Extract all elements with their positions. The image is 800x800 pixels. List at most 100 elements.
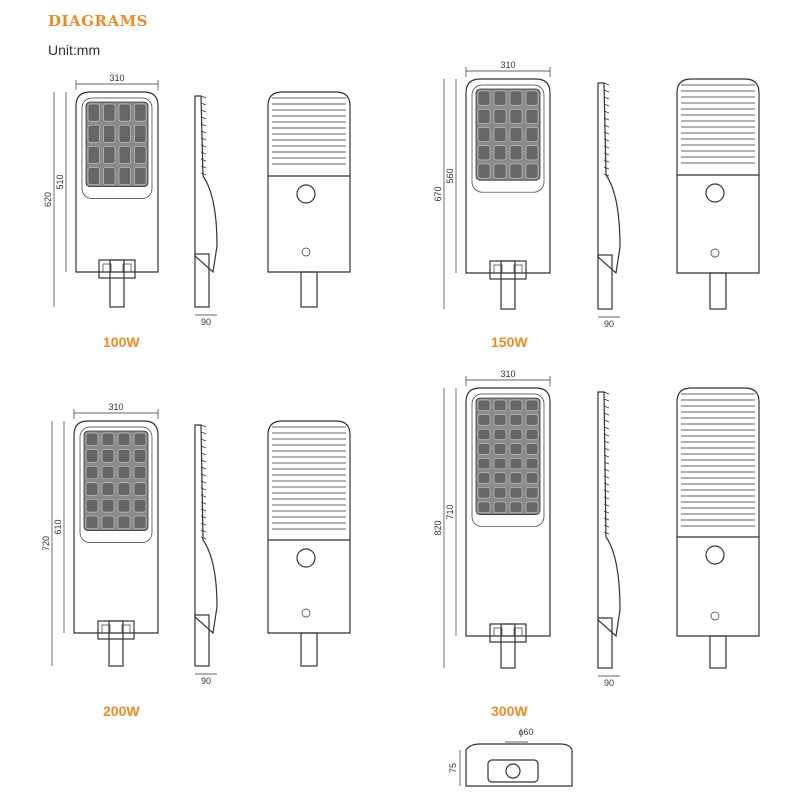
lens-frame — [471, 393, 545, 527]
back-housing — [267, 420, 351, 634]
model-label-150w: 150W — [491, 334, 528, 350]
led-chip — [477, 487, 491, 499]
led-chip — [133, 482, 147, 496]
bracket-screw-left — [102, 263, 112, 273]
led-chip — [509, 428, 523, 440]
heat-fin — [200, 95, 207, 99]
led-chip — [87, 167, 100, 185]
heat-fin — [603, 159, 610, 163]
heat-fin — [200, 466, 207, 470]
bracket-screw-right — [513, 264, 523, 274]
led-chip — [525, 428, 539, 440]
led-chip — [103, 146, 116, 164]
led-chip — [509, 414, 523, 426]
back-pole — [709, 635, 727, 669]
heat-fin — [603, 391, 610, 395]
led-chip — [525, 127, 539, 142]
heat-fin — [603, 131, 610, 135]
heat-fin — [200, 536, 207, 540]
heat-fin — [200, 165, 207, 169]
led-chip — [509, 127, 523, 142]
heat-fin — [200, 151, 207, 155]
led-chip — [101, 432, 115, 446]
led-chip — [525, 108, 539, 124]
total-height-dim-value: 720 — [41, 536, 51, 551]
total-height-dim-value: 670 — [433, 186, 443, 201]
led-chip — [117, 515, 131, 529]
model-label-100w: 100W — [103, 334, 140, 350]
led-chip — [85, 482, 99, 496]
heat-fin — [603, 138, 610, 142]
width-dim-value: 310 — [500, 369, 515, 379]
led-chip — [134, 124, 147, 143]
led-chip — [117, 465, 131, 480]
led-chip — [133, 432, 147, 446]
heat-fin — [200, 137, 207, 141]
led-chip — [493, 501, 507, 513]
heat-fin — [200, 473, 207, 477]
heat-fin — [603, 475, 610, 479]
heat-fin — [603, 510, 610, 514]
heat-fin — [200, 172, 207, 176]
led-chip — [87, 103, 100, 122]
heat-fin — [603, 412, 610, 416]
bracket-screw-left — [493, 264, 503, 274]
heat-fin — [603, 496, 610, 500]
led-chip — [493, 145, 507, 161]
back-housing — [267, 91, 351, 273]
led-chip — [85, 515, 99, 529]
heat-fin — [200, 452, 207, 456]
led-chip — [525, 399, 539, 411]
led-chip — [103, 124, 116, 143]
led-chip — [477, 90, 491, 106]
heat-fin — [603, 524, 610, 528]
led-chip — [133, 499, 147, 513]
body-height-dim-value: 710 — [445, 504, 455, 519]
led-chip — [87, 124, 100, 143]
heat-fin — [200, 109, 207, 113]
led-chip — [525, 487, 539, 499]
led-chip — [525, 458, 539, 470]
side-pole — [194, 253, 210, 308]
housing-outline — [465, 78, 551, 274]
led-chip — [525, 414, 539, 426]
heat-fin — [603, 517, 610, 521]
led-chip — [117, 449, 131, 463]
led-chip — [477, 399, 491, 411]
bracket-screw-left — [101, 624, 111, 634]
heat-fin — [603, 447, 610, 451]
heat-fin — [200, 529, 207, 533]
heat-fin — [200, 102, 207, 106]
led-chip — [493, 127, 507, 142]
led-chip — [509, 90, 523, 106]
heat-fin — [200, 130, 207, 134]
led-chip — [133, 515, 147, 529]
side-profile — [597, 391, 621, 638]
width-dim-value: 310 — [108, 402, 123, 412]
heat-fin — [603, 398, 610, 402]
heat-fin — [603, 405, 610, 409]
heat-fin — [603, 433, 610, 437]
mount-bracket — [97, 620, 135, 640]
width-dim-value: 310 — [500, 60, 515, 70]
heat-fin — [603, 440, 610, 444]
width-dim-value: 310 — [109, 73, 124, 83]
heat-fin — [200, 158, 207, 162]
led-chip — [509, 487, 523, 499]
side-profile — [597, 82, 621, 275]
logo-mark — [301, 608, 311, 618]
housing-outline — [465, 387, 551, 637]
led-chip — [525, 472, 539, 484]
back-pole — [300, 271, 318, 308]
led-chip — [493, 163, 507, 179]
lens-frame — [79, 426, 153, 543]
bottom-height-dim-value: 75 — [448, 763, 458, 773]
housing-outline — [75, 91, 159, 273]
led-chip — [118, 103, 131, 122]
heat-fin — [200, 515, 207, 519]
bracket-screw-left — [493, 627, 503, 637]
